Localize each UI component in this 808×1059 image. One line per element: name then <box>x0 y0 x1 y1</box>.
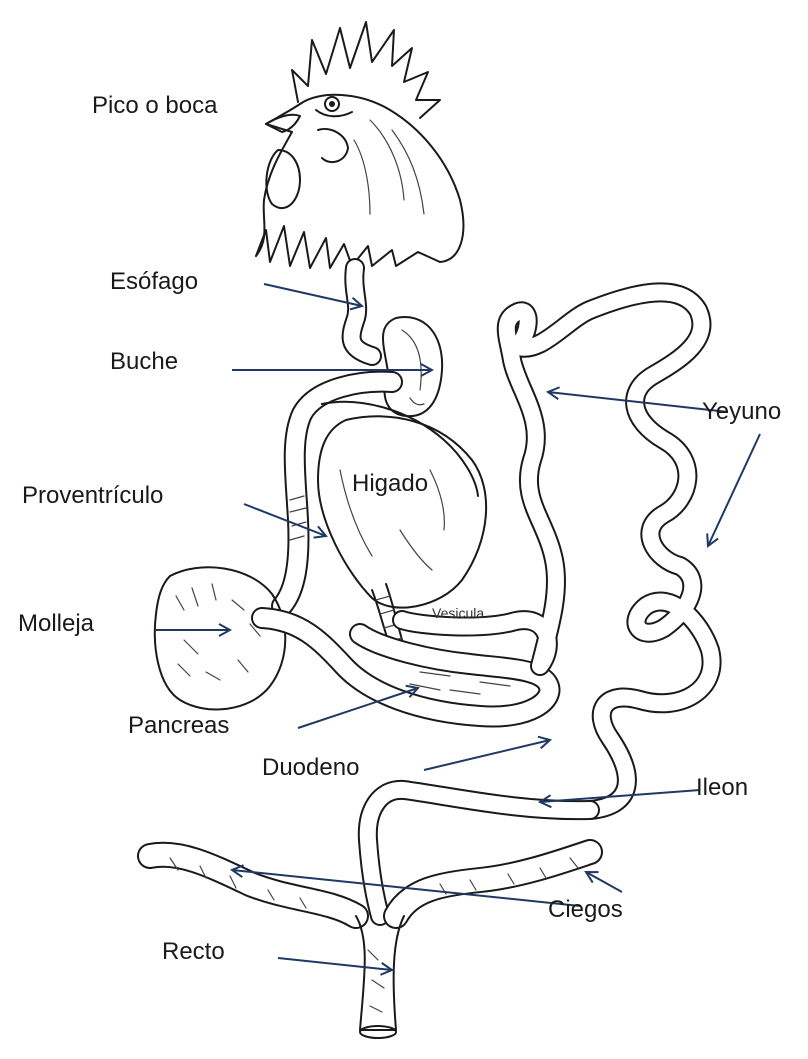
arrow-duodeno <box>424 740 550 770</box>
digestive-tract-drawing <box>150 268 712 1038</box>
arrow-recto <box>278 958 392 970</box>
label-ileon: Ileon <box>696 776 748 800</box>
label-esofago: Esófago <box>110 270 198 294</box>
label-duodeno: Duodeno <box>262 756 359 780</box>
label-yeyuno: Yeyuno <box>702 400 781 424</box>
label-proventriculo: Proventrículo <box>22 484 163 508</box>
label-pancreas: Pancreas <box>128 714 229 738</box>
label-vesicula: Vesicula <box>432 606 484 620</box>
arrow-yeyuno-2 <box>708 434 760 546</box>
arrow-ciegos-2 <box>586 872 622 892</box>
label-recto: Recto <box>162 940 225 964</box>
label-molleja: Molleja <box>18 612 94 636</box>
label-ciegos: Ciegos <box>548 898 623 922</box>
label-buche: Buche <box>110 350 178 374</box>
rooster-head-drawing <box>256 22 463 268</box>
label-higado: Higado <box>352 472 428 496</box>
arrow-proventriculo <box>244 504 326 536</box>
label-pico-o-boca: Pico o boca <box>92 94 217 118</box>
